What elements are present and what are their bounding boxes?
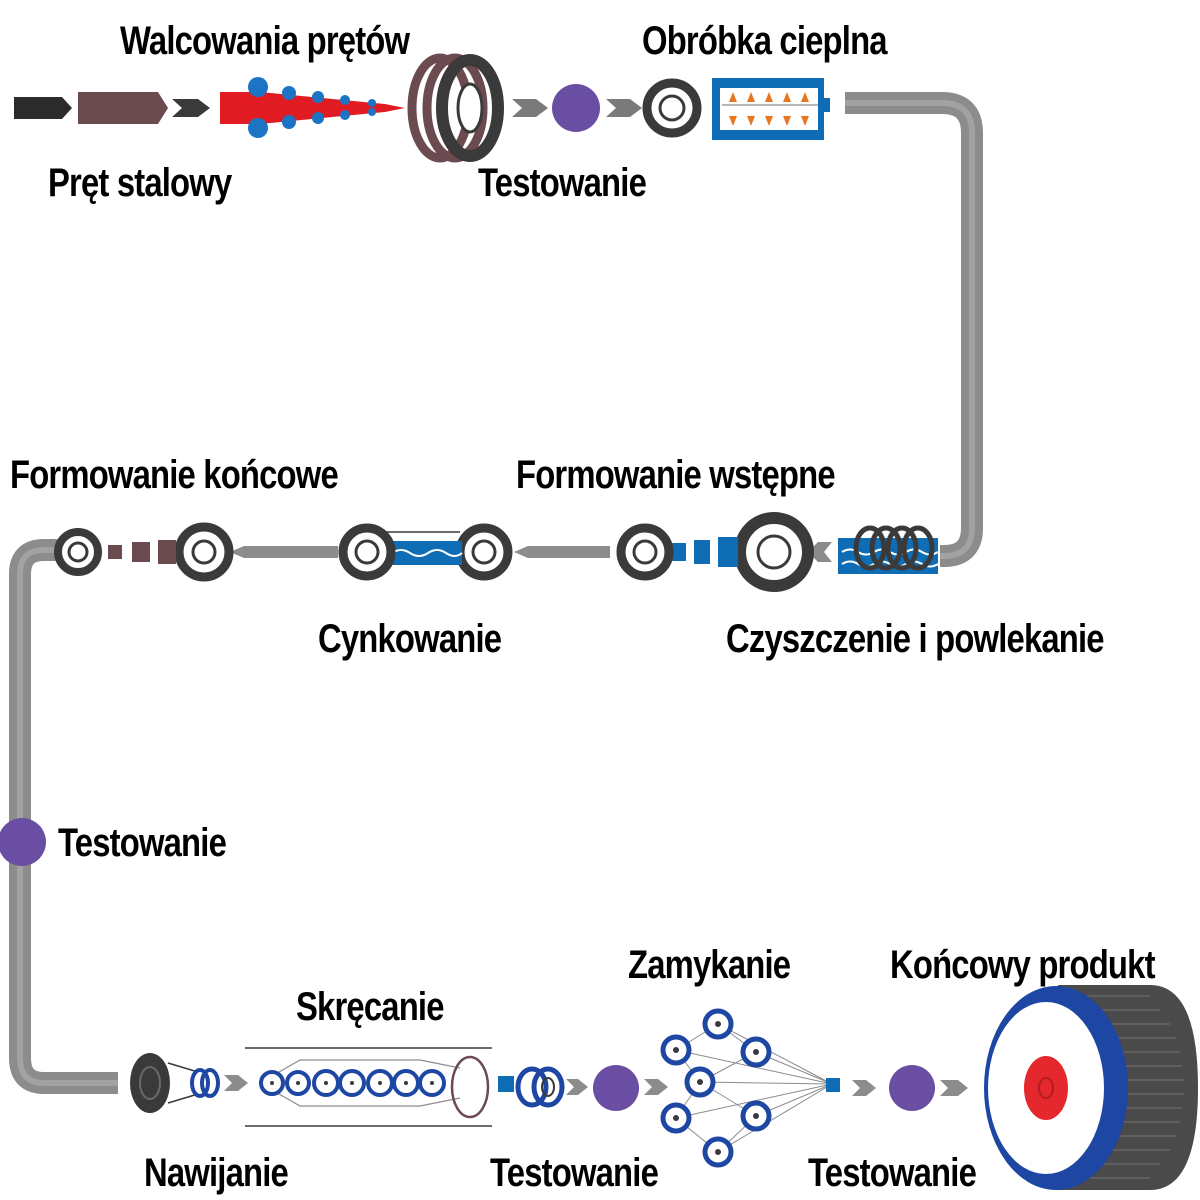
- arrow-icon: [852, 1080, 876, 1096]
- label-obrobka-cieplna: Obróbka cieplna: [642, 19, 888, 63]
- roller-icon: [248, 77, 376, 138]
- closing-icon: [660, 1008, 840, 1168]
- arrow-icon: [512, 99, 548, 117]
- label-testowanie-bottom-2: Testowanie: [808, 1151, 977, 1195]
- conveyor-left: [9, 539, 118, 1094]
- pre-forming-dies-icon: [672, 537, 738, 567]
- test-circle-icon: [593, 1065, 639, 1111]
- zinc-bath-icon: [372, 531, 463, 565]
- arrow-icon: [606, 99, 642, 117]
- test-circle-icon: [889, 1065, 935, 1111]
- arrow-icon: [224, 1075, 248, 1091]
- arrow-icon: [230, 546, 338, 558]
- test-circle-icon: [0, 818, 46, 866]
- label-skrecanie: Skręcanie: [296, 985, 444, 1029]
- coil-icon: [338, 523, 396, 581]
- twisting-icon: [245, 1047, 492, 1127]
- rolling-flame-icon: [220, 92, 405, 124]
- coil-icon: [174, 522, 234, 582]
- bath-icon: [838, 525, 939, 574]
- label-cynkowanie: Cynkowanie: [318, 617, 502, 661]
- label-walcowanie: Walcowania prętów: [120, 19, 410, 63]
- coil-icon: [642, 78, 702, 138]
- furnace-icon: [712, 78, 830, 140]
- label-pret-stalowy: Pręt stalowy: [48, 161, 232, 205]
- label-testowanie-bottom-1: Testowanie: [490, 1151, 659, 1195]
- coil-icon: [54, 528, 102, 576]
- arrow-icon: [940, 1080, 968, 1096]
- label-koncowy-produkt: Końcowy produkt: [890, 943, 1156, 987]
- label-czyszczenie: Czyszczenie i powlekanie: [726, 617, 1105, 661]
- arrow-icon: [808, 542, 832, 562]
- arrow-icon: [566, 1079, 588, 1095]
- coil-icon: [734, 512, 814, 592]
- arrow-icon: [644, 1079, 668, 1095]
- label-testowanie-top: Testowanie: [478, 161, 647, 205]
- label-zamykanie: Zamykanie: [628, 943, 791, 987]
- test-circle-icon: [552, 84, 600, 132]
- label-formowanie-wstepne: Formowanie wstępne: [516, 453, 836, 497]
- label-formowanie-koncowe: Formowanie końcowe: [10, 453, 339, 497]
- label-testowanie-left: Testowanie: [58, 821, 227, 865]
- arrow-icon: [514, 546, 610, 558]
- coil-icon: [455, 523, 513, 581]
- conveyor-right: [845, 92, 983, 567]
- steel-rod-icon: [14, 92, 168, 124]
- winding-coil-icon: [130, 1053, 220, 1113]
- coil-icon: [616, 523, 674, 581]
- final-forming-dies-icon: [108, 540, 176, 564]
- closing-spool-icon: [498, 1066, 565, 1108]
- spool-icon: [984, 985, 1198, 1190]
- label-nawijanie: Nawijanie: [144, 1151, 289, 1195]
- arrow-icon: [172, 99, 210, 117]
- rod-coil-icon: [407, 53, 504, 163]
